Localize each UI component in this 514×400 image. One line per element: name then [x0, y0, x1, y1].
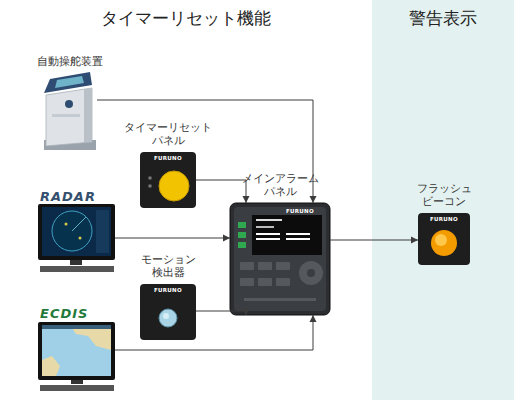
- motion-detector-illustration-part: [140, 284, 196, 340]
- flash-beacon-illustration-part: [435, 234, 447, 246]
- arrow-head: [310, 196, 317, 203]
- motion-detector-illustration-part: [163, 313, 169, 319]
- main-alarm-panel-illustration-part: [230, 203, 330, 315]
- ecdis-illustration-part: [38, 322, 115, 380]
- main-alarm-panel-illustration-part: [234, 207, 326, 311]
- product-logo: ECDIS: [40, 306, 88, 321]
- main-alarm-panel-illustration-part: [256, 238, 280, 240]
- connector-line: [115, 238, 230, 239]
- main-alarm-panel-illustration-part: [240, 262, 254, 270]
- main-alarm-panel-illustration-part: [256, 219, 282, 221]
- timer-reset-panel-illustration-part: [148, 176, 152, 180]
- radar-illustration-part: [52, 211, 92, 251]
- node-label: メインアラーム パネル: [237, 172, 323, 200]
- autopilot-illustration-part: [44, 72, 92, 93]
- autopilot-illustration-part: [55, 76, 84, 88]
- brand-mark: FURUNO: [286, 209, 314, 215]
- flash-beacon-illustration-part: [418, 213, 470, 265]
- timer-reset-panel-illustration-part: [159, 171, 189, 201]
- ecdis-node: ECDIS: [35, 305, 115, 393]
- node-label: タイマーリセット パネル: [122, 121, 214, 149]
- connector-arrow: [115, 315, 317, 350]
- motion-detector-illustration-part: [159, 309, 177, 327]
- radar-illustration-part: [40, 266, 114, 272]
- arrow-head: [243, 308, 250, 315]
- ecdis-illustration-part: [42, 325, 111, 329]
- main-alarm-panel-illustration-part: [244, 298, 316, 301]
- connector-line: [196, 180, 246, 203]
- connector-line: [115, 315, 313, 350]
- radar-illustration-part: [42, 207, 111, 256]
- main-alarm-panel-illustration-part: [238, 242, 246, 248]
- connector-arrow: [115, 235, 230, 242]
- main-alarm-panel-illustration-part: [307, 269, 315, 277]
- connector-line: [196, 311, 246, 315]
- radar-illustration-part: [96, 210, 109, 253]
- main-alarm-panel-illustration-part: [276, 278, 290, 286]
- arrow-head: [223, 235, 230, 242]
- ecdis-illustration-part: [71, 380, 83, 384]
- main-alarm-panel-illustration-part: [256, 226, 274, 228]
- ecdis-illustration-part: [42, 325, 111, 376]
- main-alarm-panel-illustration-part: [240, 278, 254, 286]
- brand-mark: FURUNO: [154, 156, 182, 162]
- radar-illustration: [38, 204, 115, 272]
- timer-reset-panel-illustration: [140, 152, 196, 208]
- main-alarm-panel-illustration-part: [252, 215, 322, 255]
- radar-illustration-part: [70, 260, 82, 265]
- flash-beacon-illustration-part: [431, 230, 457, 256]
- connector-arrow: [196, 180, 250, 203]
- brand-mark: FURUNO: [430, 217, 458, 223]
- autopilot-illustration: [44, 72, 96, 150]
- radar-illustration-part: [38, 204, 115, 260]
- motion-detector-illustration: [140, 284, 196, 340]
- main-alarm-panel-illustration-part: [286, 233, 310, 235]
- main-alarm-panel-illustration-part: [299, 261, 323, 285]
- node-label: モーション 検出器: [137, 253, 199, 281]
- warning-band: 警告表示フラッシュ ビーコン: [372, 0, 514, 400]
- brand-mark: FURUNO: [154, 288, 182, 294]
- ecdis-illustration-part: [40, 385, 114, 391]
- autopilot-node: 自動操舵装置: [42, 73, 97, 151]
- main-alarm-panel-illustration-part: [238, 222, 246, 228]
- main-alarm-panel-illustration-part: [276, 262, 290, 270]
- flash-beacon-illustration: [418, 213, 470, 265]
- ecdis-illustration: [38, 322, 115, 391]
- autopilot-illustration-part: [46, 88, 92, 146]
- main-alarm-panel-illustration-part: [258, 278, 272, 286]
- autopilot-illustration-part: [84, 89, 92, 142]
- radar-illustration-part: [72, 217, 86, 231]
- timer-reset-panel-illustration-part: [140, 152, 196, 208]
- connector-arrow: [196, 308, 250, 315]
- ecdis-illustration-part: [42, 356, 60, 376]
- radar-illustration-part: [79, 237, 82, 240]
- main-alarm-panel-node: メインアラーム パネル: [230, 203, 330, 315]
- node-label: フラッシュ ビーコン: [412, 182, 476, 210]
- node-label: 自動操舵装置: [25, 55, 115, 69]
- main-alarm-panel-illustration-part: [256, 233, 280, 235]
- arrow-head: [310, 315, 317, 322]
- main-alarm-panel-illustration: [230, 203, 330, 315]
- radar-node: RADAR: [35, 188, 115, 273]
- radar-illustration-part: [65, 223, 68, 226]
- main-alarm-panel-illustration-part: [238, 232, 246, 238]
- autopilot-illustration-part: [65, 100, 73, 108]
- product-logo: RADAR: [40, 189, 96, 204]
- connector-line: [330, 240, 418, 241]
- main-alarm-panel-illustration-part: [286, 238, 310, 240]
- band-heading: 警告表示: [372, 7, 514, 30]
- diagram-title: タイマーリセット機能: [0, 7, 372, 30]
- arrow-head: [243, 196, 250, 203]
- main-alarm-panel-illustration-part: [258, 262, 272, 270]
- autopilot-illustration-part: [52, 114, 80, 117]
- timer-reset-panel-illustration-part: [148, 184, 152, 188]
